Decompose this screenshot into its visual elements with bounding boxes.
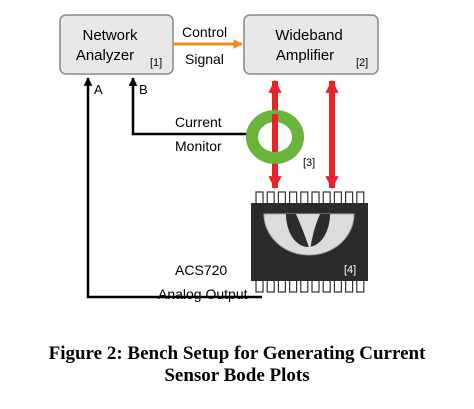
chip-pin (322, 191, 331, 205)
chip-pin (300, 279, 309, 293)
chip-pin (311, 279, 320, 293)
port-b-label: B (139, 82, 148, 97)
chip-pin (289, 191, 298, 205)
chip-pin (345, 191, 354, 205)
chip-pin (333, 279, 342, 293)
chip-pin (255, 191, 264, 205)
chip-pin (356, 279, 365, 293)
chip-pin (255, 279, 264, 293)
chip-pin (356, 191, 365, 205)
current-monitor-line (128, 77, 248, 136)
analog-output-line (83, 77, 262, 299)
chip-pin (266, 191, 275, 205)
figure-caption: Figure 2: Bench Setup for Generating Cur… (0, 343, 474, 387)
current-monitor-label-2: Monitor (175, 138, 222, 154)
chip-pin (300, 191, 309, 205)
amplifier-label-1: Wideband (275, 27, 343, 44)
port-a-label: A (94, 82, 103, 97)
acs720-chip: [4] (251, 191, 368, 293)
control-signal-label-2: Signal (185, 51, 224, 67)
chip-tag: [4] (344, 264, 356, 276)
network-analyzer-label-2: Analyzer (76, 47, 134, 64)
network-analyzer-box: Network Analyzer [1] (59, 14, 174, 75)
network-analyzer-tag: [1] (150, 57, 162, 69)
amplifier-tag: [2] (356, 57, 368, 69)
current-monitor-label-1: Current (175, 114, 222, 130)
chip-pin (277, 191, 286, 205)
caption-line-1: Figure 2: Bench Setup for Generating Cur… (48, 343, 426, 364)
chip-pin (322, 279, 331, 293)
control-signal-label-1: Control (182, 24, 227, 40)
network-analyzer-label-1: Network (82, 27, 138, 44)
analog-output-label: Analog Output (158, 286, 248, 302)
amplifier-label-2: Amplifier (276, 47, 334, 64)
chip-pin (289, 279, 298, 293)
chip-pin (345, 279, 354, 293)
caption-line-2: Sensor Bode Plots (164, 365, 310, 386)
current-monitor-tag: [3] (303, 157, 315, 169)
chip-bottom-pins (255, 279, 365, 293)
chip-top-pins (255, 191, 365, 205)
current-monitor-ring (246, 110, 304, 164)
chip-pin (277, 279, 286, 293)
wideband-amplifier-box: Wideband Amplifier [2] (243, 14, 379, 75)
chip-core (296, 214, 320, 252)
chip-pin (333, 191, 342, 205)
acs720-label: ACS720 (175, 262, 227, 278)
chip-pin (311, 191, 320, 205)
chip-pin (266, 279, 275, 293)
